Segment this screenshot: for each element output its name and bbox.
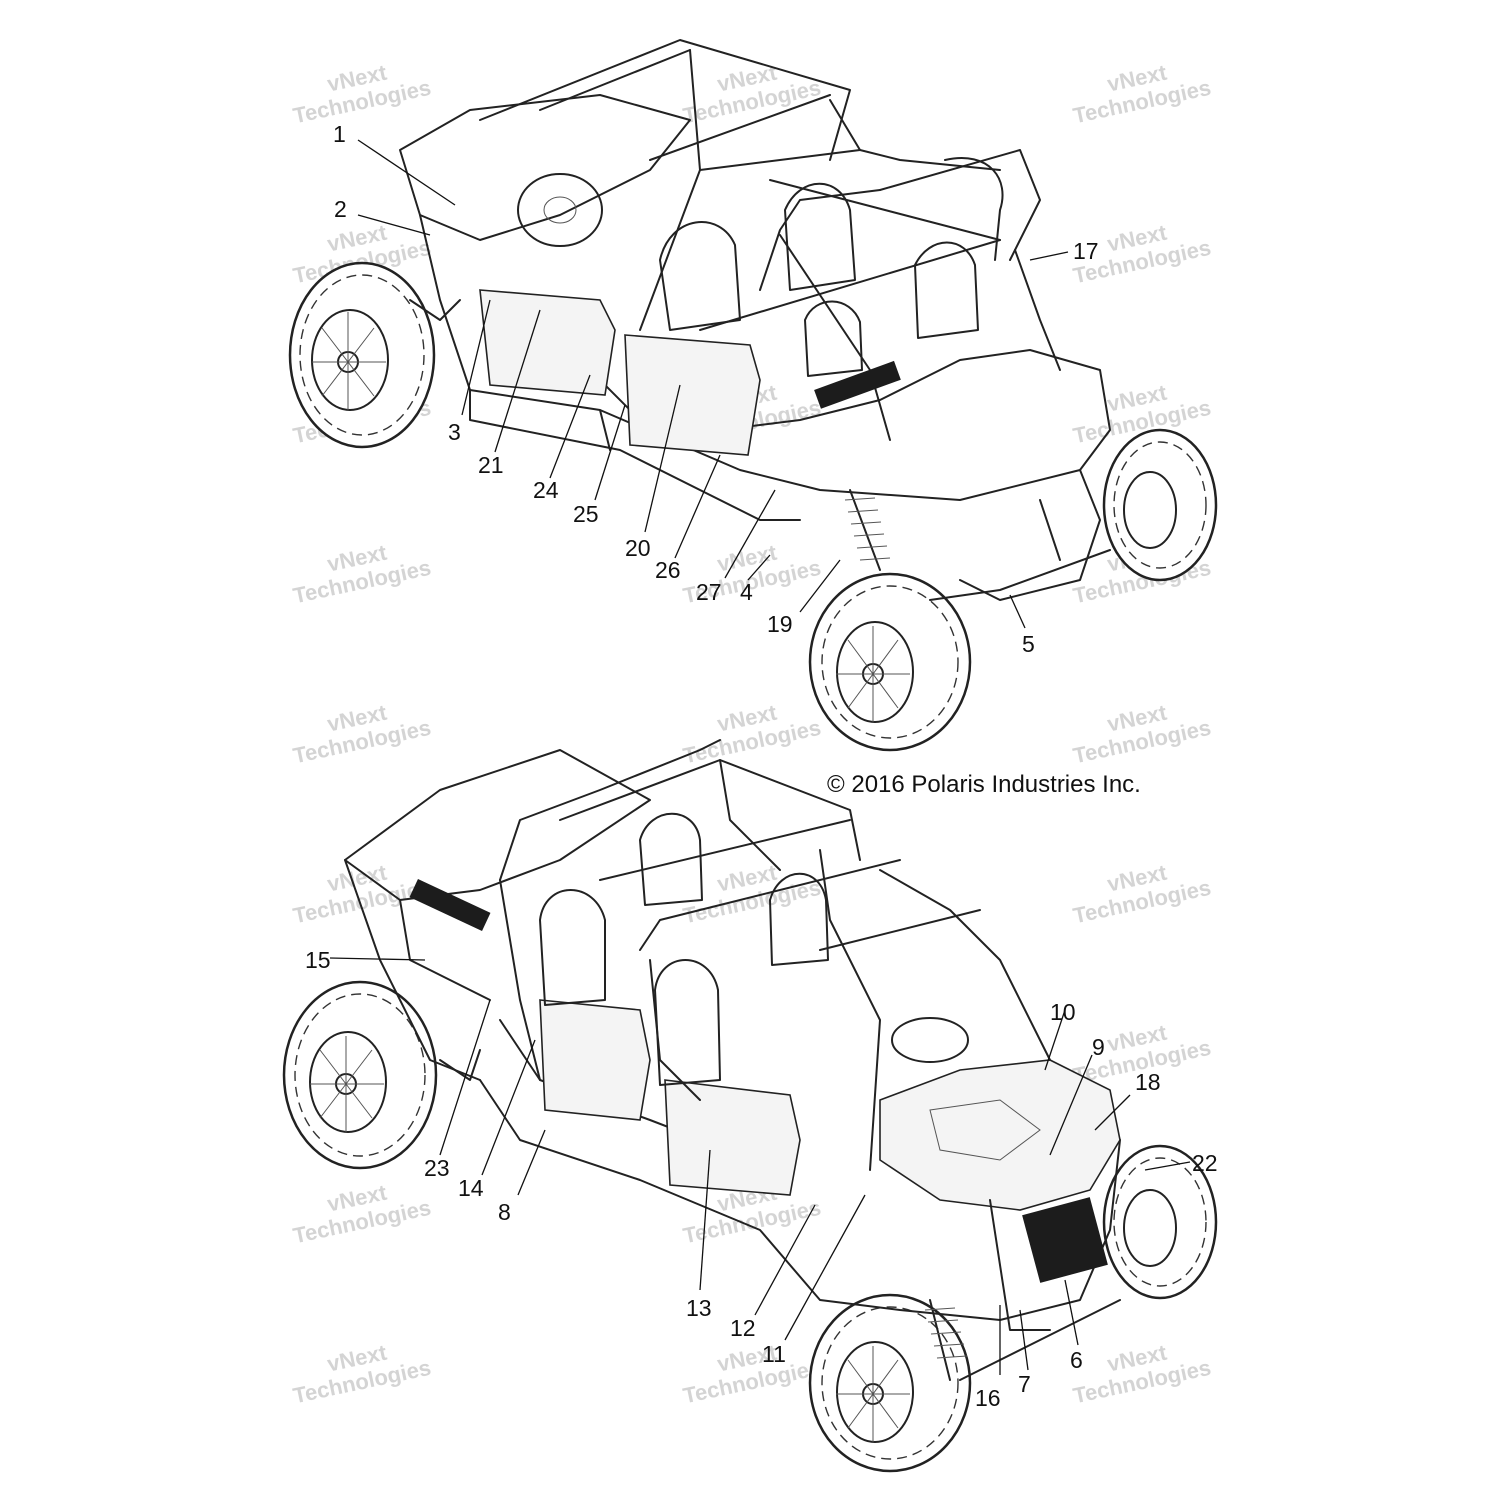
callout-6: 6 [1070,1347,1083,1373]
callout-18: 18 [1135,1069,1161,1095]
callout-19: 19 [767,611,793,637]
side-vent [409,879,491,931]
door-front-left [664,1079,801,1196]
roll-cage-bottom [499,739,1051,1171]
wheel-rear-left [288,261,436,449]
vehicle-bottom-illustration [282,739,1218,1473]
wheel-front-right [1102,1144,1218,1300]
leader-lines [329,139,1191,1375]
seat [784,182,856,291]
door-front-left [624,334,761,456]
callout-1: 1 [333,121,346,147]
shock-absorber [929,1299,951,1381]
callout-13: 13 [686,1295,712,1321]
callout-8: 8 [498,1199,511,1225]
seat [659,221,741,331]
wheel-front-left [808,1293,972,1473]
callout-22: 22 [1192,1150,1218,1176]
callout-24: 24 [533,477,559,503]
front-grille [1022,1197,1108,1283]
callout-23: 23 [424,1155,450,1181]
seat [654,959,721,1086]
callout-11: 11 [762,1341,786,1367]
wheel-rear-left [282,980,438,1170]
vehicle-top-illustration [288,39,1218,752]
callout-27: 27 [696,579,722,605]
wheel-front-left [808,572,972,752]
seat [914,241,979,339]
seat [639,812,703,906]
steering-wheel [517,173,603,247]
side-vent [814,360,901,409]
callout-12: 12 [730,1315,756,1341]
callout-16: 16 [975,1385,1001,1411]
wheel-front-right [1102,428,1218,582]
shock-absorber [849,489,881,571]
steering-wheel [891,1017,969,1063]
roll-cage-top [479,39,1061,441]
callout-17: 17 [1073,238,1099,264]
door-rear-left [539,999,651,1121]
callout-25: 25 [573,501,599,527]
callouts: 1 2 3 21 24 25 20 26 27 4 19 5 17 15 23 … [305,121,1218,1411]
hood [879,1059,1121,1211]
callout-9: 9 [1092,1034,1105,1060]
callout-15: 15 [305,947,331,973]
rear-cargo-bed [344,749,651,901]
seat [769,872,829,966]
callout-21: 21 [478,452,504,478]
callout-7: 7 [1018,1371,1031,1397]
callout-5: 5 [1022,631,1035,657]
callout-14: 14 [458,1175,484,1201]
callout-10: 10 [1050,999,1076,1025]
callout-26: 26 [655,557,681,583]
seat [804,300,863,377]
callout-2: 2 [334,196,347,222]
body-outline [399,94,691,241]
copyright-notice: © 2016 Polaris Industries Inc. [827,771,1141,798]
door-rear-left [479,289,616,396]
seat [539,889,606,1006]
callout-20: 20 [625,535,651,561]
callout-3: 3 [448,419,461,445]
callout-4: 4 [740,579,753,605]
